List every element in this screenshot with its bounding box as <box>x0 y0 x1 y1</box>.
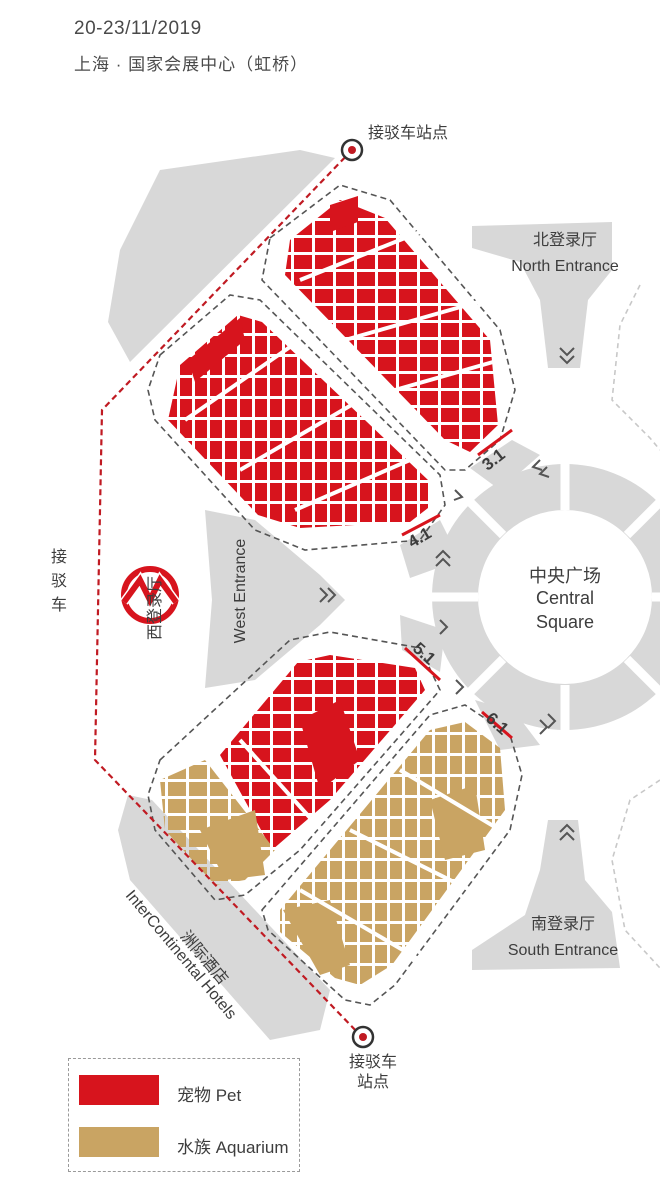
shanghai-metro-logo-icon <box>120 566 180 624</box>
hall-3-1-marker <box>477 428 513 457</box>
north-entrance-cn: 北登录厅 <box>532 232 597 249</box>
shuttle-stop-top-icon <box>340 138 364 162</box>
hall-3-1-outline <box>261 184 516 471</box>
hall-6-1-outline <box>261 704 523 1006</box>
legend-aquarium-label: 水族 Aquarium <box>177 1138 289 1157</box>
shuttle-route-label: 接驳车 <box>48 548 65 620</box>
west-entrance-en: West Entrance <box>232 538 249 644</box>
central-square-en-2: Square <box>535 612 595 632</box>
shuttle-stop-bottom-icon <box>351 1025 375 1049</box>
hall-4-1-marker <box>401 513 441 537</box>
hall-4-1-outline <box>147 294 446 551</box>
west-entrance-shape <box>205 510 345 688</box>
shuttle-route <box>93 149 361 1036</box>
central-square-en-1: Central <box>535 588 595 608</box>
arrow-4-1-icon <box>435 489 464 567</box>
central-square-ring <box>428 460 660 735</box>
south-entrance-en: South Entrance <box>507 942 619 959</box>
south-arrow-icon <box>559 823 575 841</box>
legend: 宠物 Pet 水族 Aquarium <box>68 1058 300 1172</box>
connector-5-1 <box>400 615 445 672</box>
right-outline-bottom <box>611 779 660 969</box>
legend-pet-swatch <box>79 1075 159 1105</box>
central-square-cn: 中央广场 <box>529 566 601 586</box>
shuttle-stop-top-label: 接驳车站点 <box>368 125 449 142</box>
hall-3-1-booths <box>285 196 501 452</box>
hall-6-1-booths <box>280 722 505 985</box>
right-outline-top <box>611 284 660 451</box>
shuttle-stop-bottom-label: 接驳车站点 <box>348 1054 397 1091</box>
south-entrance-cn: 南登录厅 <box>530 916 595 933</box>
hall-4-1-booths <box>168 315 428 528</box>
arrow-3-1-icon <box>531 459 550 478</box>
outer-building-bottom-left <box>118 795 330 1040</box>
arrow-5-1-icon <box>439 619 465 695</box>
event-venue: 上海 · 国家会展中心（虹桥） <box>74 55 309 74</box>
outer-building-top-left <box>108 150 335 362</box>
north-entrance-en: North Entrance <box>511 258 619 275</box>
legend-pet-label: 宠物 Pet <box>177 1086 242 1105</box>
north-entrance-shape <box>472 222 612 368</box>
hall-5-1-booths <box>160 655 425 885</box>
connector-3-1 <box>470 440 540 490</box>
legend-aquarium-swatch <box>79 1127 159 1157</box>
hall-6-1-marker <box>481 710 513 740</box>
connector-4-1 <box>400 520 460 578</box>
event-date: 20-23/11/2019 <box>74 18 202 39</box>
hall-5-1-marker <box>403 646 442 682</box>
north-arrow-icon <box>559 347 575 365</box>
arrow-6-1-icon <box>539 713 557 735</box>
west-arrow-icon <box>319 587 337 603</box>
connector-6-1 <box>475 700 540 750</box>
south-entrance-shape <box>472 820 620 970</box>
